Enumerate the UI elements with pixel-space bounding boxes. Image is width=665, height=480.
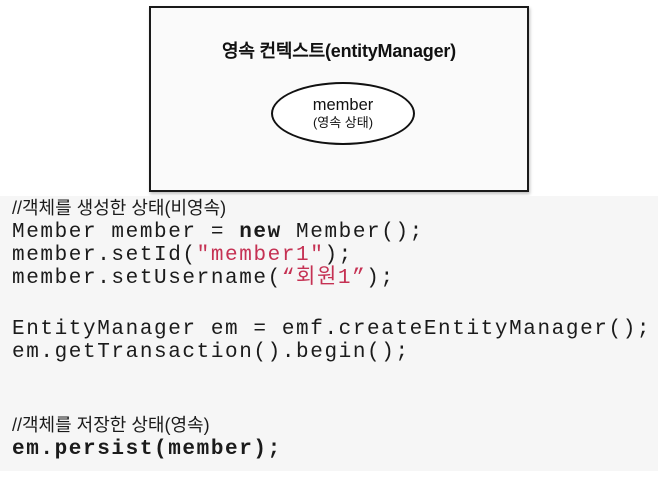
code-block: //객체를 생성한 상태(비영속) Member member = new Me… xyxy=(0,196,658,471)
string-literal-username: “회원1” xyxy=(281,267,367,290)
code-line-set-id: member.setId("member1"); xyxy=(12,244,658,267)
code-line-create-entity-manager: EntityManager em = emf.createEntityManag… xyxy=(12,318,652,341)
persistence-context-title: 영속 컨텍스트(entityManager) xyxy=(222,41,456,61)
blank-line xyxy=(12,364,658,413)
member-entity-ellipse: member (영속 상태) xyxy=(271,82,415,145)
string-literal-member1: "member1" xyxy=(196,244,325,267)
code-line-new-member: Member member = new Member(); xyxy=(12,221,658,244)
code-text: Member(); xyxy=(281,221,424,244)
code-line-persist: em.persist(member); xyxy=(12,438,282,461)
entity-state-label: (영속 상태) xyxy=(312,115,374,130)
code-line-begin-transaction: em.getTransaction().begin(); xyxy=(12,341,410,364)
keyword-new: new xyxy=(239,221,282,244)
code-text: member.setUsername( xyxy=(12,267,282,290)
persistence-context-box: 영속 컨텍스트(entityManager) member (영속 상태) xyxy=(149,6,529,192)
code-line-set-username: member.setUsername(“회원1”); xyxy=(12,267,658,290)
blank-line xyxy=(12,290,658,318)
code-text: member.setId( xyxy=(12,244,197,267)
code-comment-persist: //객체를 저장한 상태(영속) xyxy=(12,415,210,435)
code-text: ); xyxy=(324,244,353,267)
code-comment-create: //객체를 생성한 상태(비영속) xyxy=(12,198,227,218)
code-text: ); xyxy=(366,267,395,290)
entity-name-label: member xyxy=(312,96,374,114)
code-text: Member member = xyxy=(12,221,240,244)
